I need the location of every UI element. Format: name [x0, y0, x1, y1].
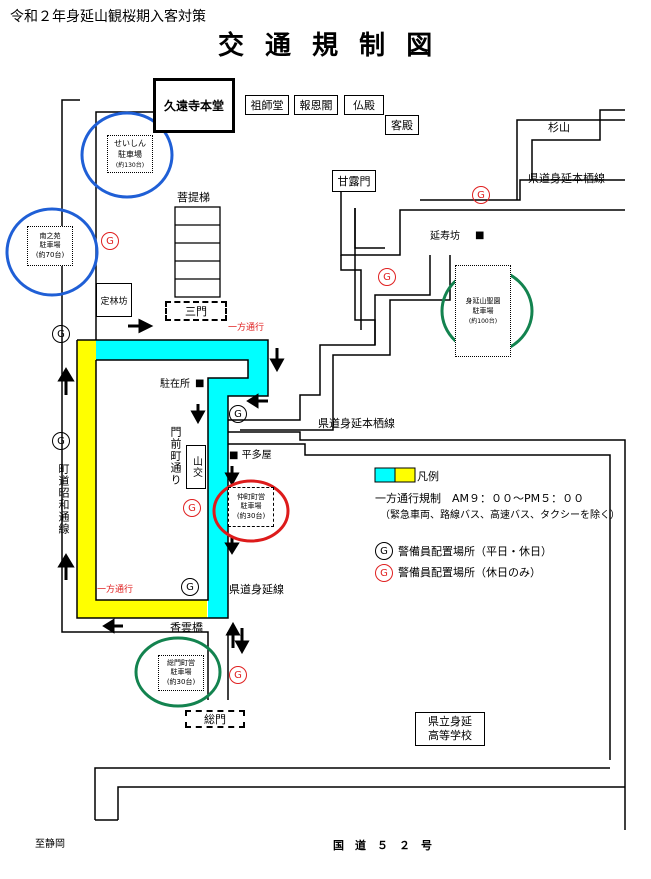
oneway-cyan-road-top: [96, 340, 268, 360]
guard-marker-red-top: G: [472, 186, 490, 204]
main-hall-box: 久遠寺本堂: [153, 78, 235, 133]
seishin-parking-name: せいしん 駐車場: [114, 138, 146, 159]
legend-guard-all: 警備員配置場所（平日・休日）: [398, 545, 552, 558]
school-box: 県立身延 高等学校: [415, 712, 485, 746]
chuzaisho-marker: ■: [195, 378, 205, 389]
guard-marker-red-mid: G: [378, 268, 396, 286]
jorinbo-label: 定林坊: [100, 296, 128, 307]
hoonkaku-label: 報恩閣: [299, 99, 333, 112]
oneway-yellow-road-bottom: [77, 600, 207, 618]
guard-marker-red-nakamachi: G: [183, 499, 201, 517]
butsuden-label: 仏殿: [353, 99, 375, 112]
somoncho-parking: 総門町営 駐車場 (約30台): [158, 655, 204, 691]
oneway-top-label: 一方通行: [228, 323, 265, 333]
seien-parking-cap: (約100台): [468, 317, 498, 325]
jorinbo-box: 定林坊: [96, 283, 132, 317]
legend-guard-holiday: 警備員配置場所（休日のみ）: [398, 566, 541, 579]
monzen-label: 門前町通り: [169, 426, 182, 486]
seishin-parking-cap: (約130台): [115, 162, 145, 170]
kendo-minobu-honsei-lower: 県道身延本栖線: [318, 417, 395, 430]
yamako-box: 山交: [186, 445, 206, 489]
seien-parking-name: 身延山聖園 駐車場: [465, 297, 501, 315]
seien-parking: 身延山聖園 駐車場 (約100台): [455, 265, 511, 357]
enjubo-label: 延寿坊: [430, 231, 460, 242]
legend-guard-holiday-icon: G: [375, 564, 393, 582]
kanromon-box: 甘露門: [332, 170, 376, 192]
chuzaisho-label: 駐在所: [160, 379, 190, 390]
oneway-yellow-road: [77, 340, 96, 618]
kokudo-label: 国 道 ５ ２ 号: [333, 839, 432, 852]
soshido-box: 祖師堂: [245, 95, 289, 115]
legend-cyan-swatch: [374, 467, 396, 483]
soshido-label: 祖師堂: [250, 99, 284, 112]
red-circle-nakamachi: [212, 479, 290, 543]
sugiyama-label: 杉山: [548, 121, 570, 134]
oneway-bottom-label: 一方通行: [97, 585, 134, 595]
legend-rule: 一方通行規制 AM９：００～PM５：００: [375, 492, 585, 505]
somoncho-parking-name: 総門町営 駐車場 (約30台): [166, 658, 196, 686]
school-label: 県立身延 高等学校: [428, 714, 472, 742]
page-title: 交 通 規 制 図: [218, 31, 439, 61]
nakamachi-parking: 仲町町営 駐車場 (約30台): [228, 487, 274, 527]
bodai-stairs-label: 菩提梯: [177, 191, 210, 204]
nakamachi-parking-name: 仲町町営 駐車場 (約30台): [236, 492, 266, 520]
sohmon-box: 総門: [185, 710, 245, 728]
guard-marker-red-minaminoen: G: [101, 232, 119, 250]
sohmon-label: 総門: [204, 713, 226, 726]
legend-yellow-swatch: [394, 467, 416, 483]
guard-marker-chuzaisho: G: [229, 405, 247, 423]
kyakuden-box: 客殿: [385, 115, 419, 135]
chudo-showa-label: 町道昭和通線: [57, 463, 70, 535]
blue-circle-minaminoen: [5, 207, 99, 297]
enjubo-marker: ■: [475, 230, 485, 241]
minaminoen-parking: 南之苑 駐車場 (約70台): [27, 226, 73, 266]
guard-marker-left-top: G: [52, 325, 70, 343]
sanmon-label: 三門: [185, 305, 207, 318]
main-hall-label: 久遠寺本堂: [163, 99, 224, 113]
hiratayaa-label: ■ 平多屋: [229, 450, 272, 461]
kendo-minobu-honsei-upper: 県道身延本栖線: [528, 172, 605, 185]
legend-note: （緊急車両、路線バス、高速バス、タクシーを除く）: [380, 510, 620, 521]
kouunkyo-label: 香雲橋: [170, 621, 203, 634]
seishin-parking: せいしん 駐車場 (約130台): [107, 135, 153, 173]
legend-guard-all-icon: G: [375, 542, 393, 560]
kyakuden-label: 客殿: [391, 119, 413, 132]
hoonkaku-box: 報恩閣: [294, 95, 338, 115]
yamako-label: 山交: [190, 456, 202, 478]
guard-marker-bottom: G: [181, 578, 199, 596]
blue-circle-seishin: [80, 111, 174, 199]
kendo-minobu-label: 県道身延線: [229, 583, 284, 596]
butsuden-box: 仏殿: [344, 95, 384, 115]
subtitle: 令和２年身延山観桜期入客対策: [10, 9, 206, 25]
to-shizuoka-label: 至静岡: [35, 839, 65, 850]
legend-title: 凡例: [417, 470, 439, 483]
sanmon-box: 三門: [165, 301, 227, 321]
kanromon-label: 甘露門: [337, 175, 371, 188]
guard-marker-red-bottom: G: [229, 666, 247, 684]
guard-marker-left-mid: G: [52, 432, 70, 450]
green-circle-somoncho: [134, 636, 222, 708]
minaminoen-parking-name: 南之苑 駐車場 (約70台): [35, 231, 65, 259]
